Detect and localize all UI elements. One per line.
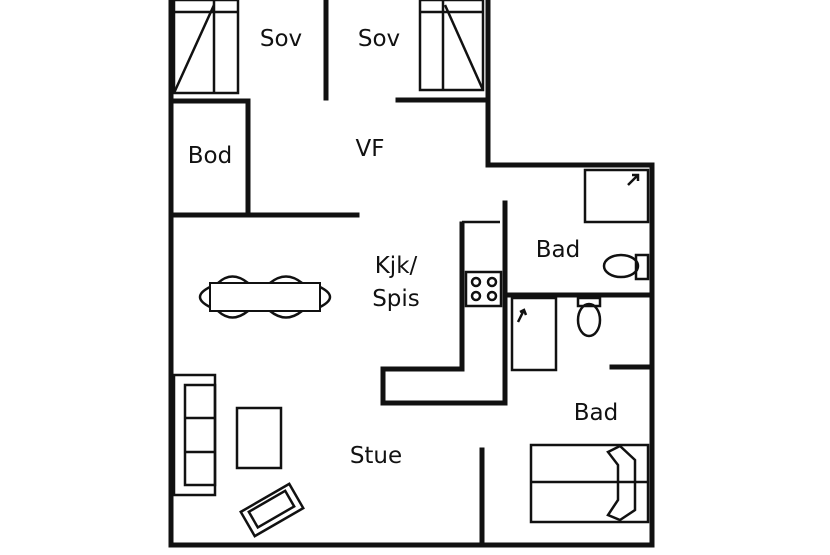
- label-stue: Stue: [350, 443, 402, 469]
- shower-2: [510, 296, 558, 372]
- walls: [168, 0, 655, 548]
- coffee-table: [235, 406, 283, 470]
- bed-left: [172, 0, 240, 95]
- label-sov-1: Sov: [260, 26, 302, 52]
- label-kjk: Kjk/: [375, 253, 418, 279]
- bed-lower: [529, 443, 650, 524]
- toilet-1: [602, 253, 640, 279]
- label-vf: VF: [356, 136, 385, 162]
- label-bod: Bod: [188, 143, 232, 169]
- stove: [464, 270, 503, 308]
- label-spis: Spis: [372, 286, 420, 312]
- armchair: [239, 482, 305, 538]
- dining-table: [209, 282, 321, 312]
- toilet-2: [576, 302, 602, 338]
- label-sov-2: Sov: [358, 26, 400, 52]
- sofa: [172, 373, 217, 497]
- fixtures: [172, 0, 650, 538]
- label-bad-2: Bad: [574, 400, 618, 426]
- shower-1: [583, 168, 650, 224]
- bed-right: [418, 0, 485, 92]
- label-bad-1: Bad: [536, 237, 580, 263]
- room-labels: Sov Sov Bod VF Kjk/ Spis Bad Bad Stue: [188, 26, 618, 469]
